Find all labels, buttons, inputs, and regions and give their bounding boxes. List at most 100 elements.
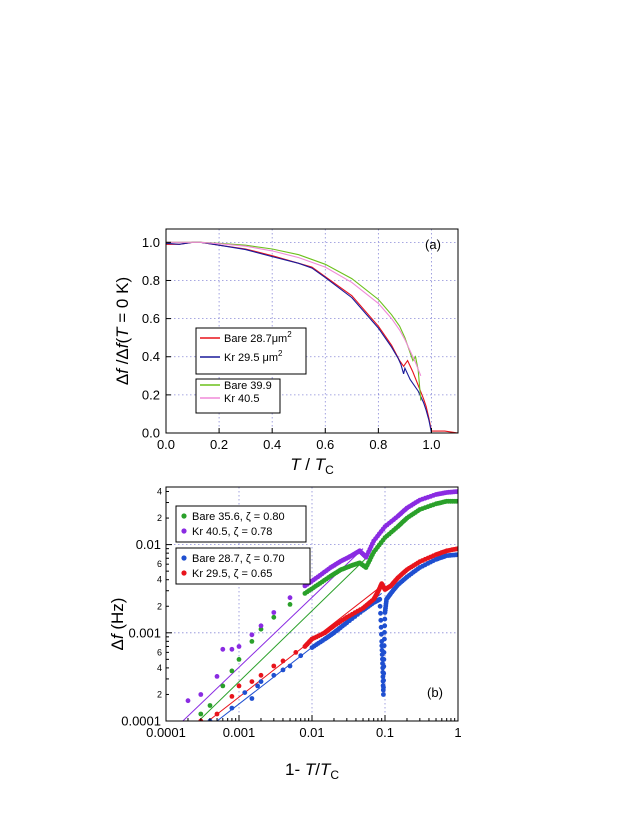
data-point xyxy=(378,610,383,616)
series-points-1 xyxy=(185,489,458,704)
y-minor-tick-label: 2 xyxy=(157,513,162,523)
y-tick-label: 0.0 xyxy=(142,426,160,441)
x-label-pre: 1- xyxy=(285,760,305,779)
data-point xyxy=(381,657,387,662)
fit-line-0 xyxy=(198,555,370,721)
data-point xyxy=(293,650,299,655)
legend-marker xyxy=(181,570,187,576)
legend-label: Kr 40.5 xyxy=(224,393,259,405)
x-tick-label: 1 xyxy=(454,725,461,740)
x-tick-label: 0.1 xyxy=(376,725,394,740)
data-point xyxy=(220,683,226,689)
x-label-sub: C xyxy=(330,768,339,782)
data-point xyxy=(236,644,242,649)
x-tick-label: 0.8 xyxy=(369,437,387,452)
data-point xyxy=(455,489,458,494)
y-label-delta: Δ xyxy=(113,374,132,385)
x-tick-label: 0.0001 xyxy=(146,725,186,740)
data-point xyxy=(214,711,220,717)
data-point xyxy=(249,696,255,701)
data-point xyxy=(255,683,260,689)
legend-box xyxy=(175,547,311,585)
data-point xyxy=(198,692,204,697)
y-label-rest: (Hz) xyxy=(108,598,127,635)
y-minor-tick-label: 4 xyxy=(157,575,162,585)
data-point xyxy=(258,623,264,629)
x-label-T: T xyxy=(305,760,317,779)
x-tick-label: 0.4 xyxy=(263,437,281,452)
plot-frame xyxy=(165,228,459,434)
y-label-f: f xyxy=(113,367,132,374)
data-point xyxy=(377,596,383,602)
legend-label-text: Bare 28.7μm xyxy=(224,333,287,345)
legend-label: Bare 39.9 xyxy=(224,380,272,392)
x-label-slash: / xyxy=(315,760,320,779)
x-tick-label: 0.001 xyxy=(223,725,256,740)
panel-label-b: (b) xyxy=(427,685,443,700)
y-tick-label: 0.4 xyxy=(142,349,160,364)
x-axis-label: T / TC xyxy=(290,455,334,477)
y-minor-tick-label: 4 xyxy=(157,663,162,673)
series-line-2 xyxy=(166,241,422,401)
y-tick-label: 0.001 xyxy=(128,625,161,640)
legend-label-sup: 2 xyxy=(278,349,283,358)
data-point xyxy=(280,667,286,673)
data-point xyxy=(378,617,384,623)
legend-marker xyxy=(181,555,187,561)
data-point xyxy=(382,616,388,622)
data-point xyxy=(214,674,220,679)
data-point xyxy=(258,679,264,684)
legend-label-sup: 2 xyxy=(287,330,292,339)
x-label-T2: T xyxy=(315,455,327,474)
x-tick-label: 0.2 xyxy=(210,437,228,452)
x-tick-label: 0.0 xyxy=(157,437,175,452)
y-minor-tick-label: 2 xyxy=(157,601,162,611)
data-point xyxy=(207,703,213,708)
data-point xyxy=(236,657,242,662)
data-point xyxy=(455,552,458,557)
y-label-f2: f xyxy=(113,341,132,348)
data-point xyxy=(377,603,383,609)
legend-label: Kr 29.5 μm2 xyxy=(224,349,283,364)
series-points-3 xyxy=(198,546,458,721)
data-point xyxy=(287,595,293,601)
data-point xyxy=(382,623,388,629)
data-point xyxy=(287,602,293,607)
legend-label-text: Kr 40.5 xyxy=(224,393,259,405)
data-point xyxy=(381,678,386,683)
legend-label: Bare 35.6, ζ = 0.80 xyxy=(192,511,285,523)
data-point xyxy=(271,610,277,615)
data-point xyxy=(455,498,458,504)
data-point xyxy=(381,685,386,690)
legend-box xyxy=(195,327,307,375)
data-point xyxy=(229,646,235,652)
panel-label-a: (a) xyxy=(425,237,441,252)
y-tick-label: 0.6 xyxy=(142,311,160,326)
data-point xyxy=(298,653,304,659)
data-point xyxy=(455,546,458,551)
series-line-1 xyxy=(165,241,458,434)
data-point xyxy=(382,636,387,642)
data-point xyxy=(198,711,204,717)
x-label-T2: T xyxy=(320,760,332,779)
data-point xyxy=(382,630,387,635)
legend-box xyxy=(175,505,307,543)
data-point xyxy=(220,646,226,652)
y-minor-tick-label: 4 xyxy=(157,487,162,497)
x-axis-label: 1- T/TC xyxy=(285,760,339,782)
y-label-rest: = 0 K) xyxy=(113,277,132,328)
y-axis-label: Δf /Δf(T = 0 K) xyxy=(113,277,132,385)
series-points-0 xyxy=(198,498,458,717)
data-point xyxy=(381,643,387,649)
legend-label: Bare 28.7, ζ = 0.70 xyxy=(192,553,285,565)
data-point xyxy=(280,658,286,664)
data-point xyxy=(271,614,277,620)
data-point xyxy=(229,668,235,674)
y-minor-tick-label: 6 xyxy=(157,559,162,569)
data-point xyxy=(271,672,277,678)
data-point xyxy=(229,694,235,699)
data-point xyxy=(381,692,386,697)
y-tick-label: 0.8 xyxy=(142,273,160,288)
data-point xyxy=(258,672,264,678)
